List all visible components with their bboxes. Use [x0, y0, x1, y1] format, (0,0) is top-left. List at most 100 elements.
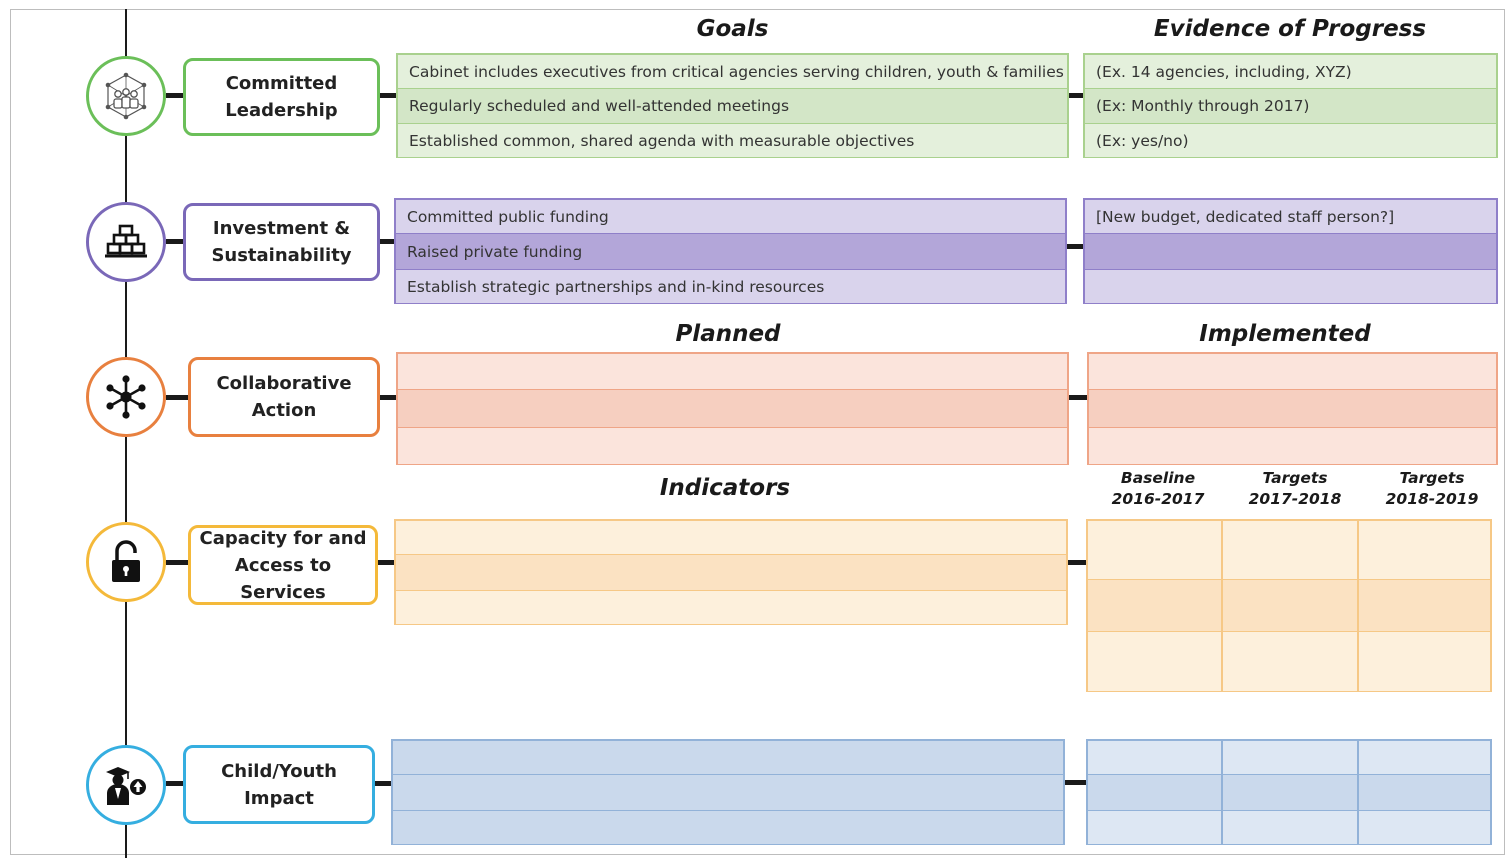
baseline-header: Baseline 2016-2017	[1098, 468, 1218, 510]
investment-goals-table: Committed public funding Raised private …	[394, 198, 1067, 304]
capacity-targets-row	[1088, 521, 1490, 580]
investment-connector-mid	[380, 239, 395, 244]
impact-targets-divider	[1357, 741, 1359, 844]
targets-2018-header-line1: Targets	[1399, 469, 1465, 487]
investment-label-line2: Sustainability	[211, 245, 352, 266]
indicators-header: Indicators	[659, 475, 791, 501]
impact-indicator-row	[393, 741, 1063, 775]
collaborative-label-line1: Collaborative	[216, 373, 352, 394]
impact-connector-left	[166, 781, 185, 786]
collaborative-circle	[86, 357, 166, 437]
capacity-label-line2: Access to	[234, 554, 332, 576]
collaborative-label: Collaborative Action	[188, 357, 380, 437]
leadership-goals-table: Cabinet includes executives from critica…	[396, 53, 1069, 158]
graduate-up-arrow-icon	[106, 767, 146, 805]
collaborative-connector-mid	[380, 395, 396, 400]
investment-evidence-row	[1085, 270, 1496, 303]
leadership-evidence-text: (Ex. 14 agencies, including, XYZ)	[1096, 62, 1352, 81]
collaborative-implemented-row	[1089, 390, 1496, 428]
investment-goal-row: Establish strategic partnerships and in-…	[396, 270, 1065, 303]
investment-label: Investment & Sustainability	[183, 203, 380, 281]
targets-2017-header: Targets 2017-2018	[1235, 468, 1355, 510]
impact-label-line2: Impact	[244, 787, 314, 809]
capacity-connector-right	[1068, 560, 1087, 565]
capacity-indicator-row	[396, 555, 1066, 591]
goals-header: Goals	[696, 16, 769, 42]
leadership-goal-row: Regularly scheduled and well-attended me…	[398, 89, 1067, 124]
impact-targets-row	[1088, 811, 1490, 844]
leadership-evidence-text: (Ex: yes/no)	[1096, 131, 1189, 150]
capacity-indicator-row	[396, 521, 1066, 555]
leadership-circle	[86, 56, 166, 136]
planned-header: Planned	[675, 321, 781, 347]
collaborative-planned-row	[398, 390, 1067, 428]
investment-goal-text: Committed public funding	[407, 207, 609, 226]
group-network-icon	[105, 72, 147, 120]
leadership-label: Committed Leadership	[183, 58, 380, 136]
impact-targets-row	[1088, 741, 1490, 775]
capacity-indicator-row	[396, 591, 1066, 624]
capacity-circle	[86, 522, 166, 602]
impact-indicator-row	[393, 775, 1063, 811]
collaborative-connector-right	[1069, 395, 1089, 400]
leadership-label-line1: Committed	[225, 73, 338, 94]
baseline-header-line2: 2016-2017	[1111, 490, 1205, 508]
leadership-evidence-row: (Ex: yes/no)	[1085, 124, 1496, 157]
baseline-header-line1: Baseline	[1120, 469, 1196, 487]
leadership-goal-text: Cabinet includes executives from critica…	[409, 62, 1064, 81]
leadership-goal-text: Established common, shared agenda with m…	[409, 131, 915, 150]
collaborative-planned-row	[398, 354, 1067, 390]
impact-label-line1: Child/Youth	[221, 760, 337, 782]
collaborative-implemented-row	[1089, 354, 1496, 390]
investment-goal-text: Raised private funding	[407, 242, 583, 261]
investment-connector-right	[1067, 244, 1084, 249]
investment-evidence-row: [New budget, dedicated staff person?]	[1085, 200, 1496, 234]
impact-connector-mid	[375, 781, 392, 786]
evidence-header: Evidence of Progress	[1153, 16, 1427, 42]
capacity-targets-divider	[1357, 521, 1359, 691]
investment-goal-text: Establish strategic partnerships and in-…	[407, 277, 825, 296]
capacity-targets-row	[1088, 632, 1490, 691]
collaborative-planned-table	[396, 352, 1069, 465]
leadership-goal-row: Established common, shared agenda with m…	[398, 124, 1067, 157]
leadership-goal-row: Cabinet includes executives from critica…	[398, 55, 1067, 89]
investment-connector-left	[166, 239, 185, 244]
impact-targets-row	[1088, 775, 1490, 811]
leadership-label-line2: Leadership	[225, 100, 338, 121]
capacity-targets-grid	[1086, 519, 1492, 692]
collaborative-implemented-table	[1087, 352, 1498, 465]
impact-targets-divider	[1221, 741, 1223, 844]
impact-indicator-row	[393, 811, 1063, 844]
targets-2018-header: Targets 2018-2019	[1372, 468, 1492, 510]
targets-2017-header-line1: Targets	[1262, 469, 1328, 487]
targets-2017-header-line2: 2017-2018	[1248, 490, 1342, 508]
collaborative-label-line2: Action	[251, 400, 317, 421]
gold-bars-icon	[105, 224, 147, 258]
impact-label: Child/Youth Impact	[183, 745, 375, 824]
open-lock-icon	[112, 540, 140, 582]
capacity-targets-divider	[1221, 521, 1223, 691]
collaborative-implemented-row	[1089, 428, 1496, 464]
leadership-evidence-row: (Ex. 14 agencies, including, XYZ)	[1085, 55, 1496, 89]
impact-targets-grid	[1086, 739, 1492, 845]
leadership-evidence-row: (Ex: Monthly through 2017)	[1085, 89, 1496, 124]
capacity-targets-row	[1088, 580, 1490, 632]
capacity-label: Capacity for and Access to Services	[188, 525, 378, 605]
collaborative-connector-left	[166, 395, 190, 400]
investment-evidence-text: [New budget, dedicated staff person?]	[1096, 207, 1395, 226]
investment-label-line1: Investment &	[212, 218, 351, 239]
implemented-header: Implemented	[1199, 321, 1371, 347]
capacity-connector-mid	[378, 560, 395, 565]
capacity-label-line3: Services	[240, 581, 326, 603]
capacity-indicators-table	[394, 519, 1068, 625]
hub-network-icon	[106, 375, 146, 419]
investment-goal-row: Raised private funding	[396, 234, 1065, 270]
targets-2018-header-line2: 2018-2019	[1385, 490, 1479, 508]
diagram-frame	[10, 9, 1505, 855]
leadership-connector-right	[1069, 93, 1084, 98]
investment-evidence-row	[1085, 234, 1496, 270]
leadership-evidence-table: (Ex. 14 agencies, including, XYZ) (Ex: M…	[1083, 53, 1498, 158]
impact-circle	[86, 745, 166, 825]
investment-goal-row: Committed public funding	[396, 200, 1065, 234]
leadership-connector-left	[166, 93, 185, 98]
